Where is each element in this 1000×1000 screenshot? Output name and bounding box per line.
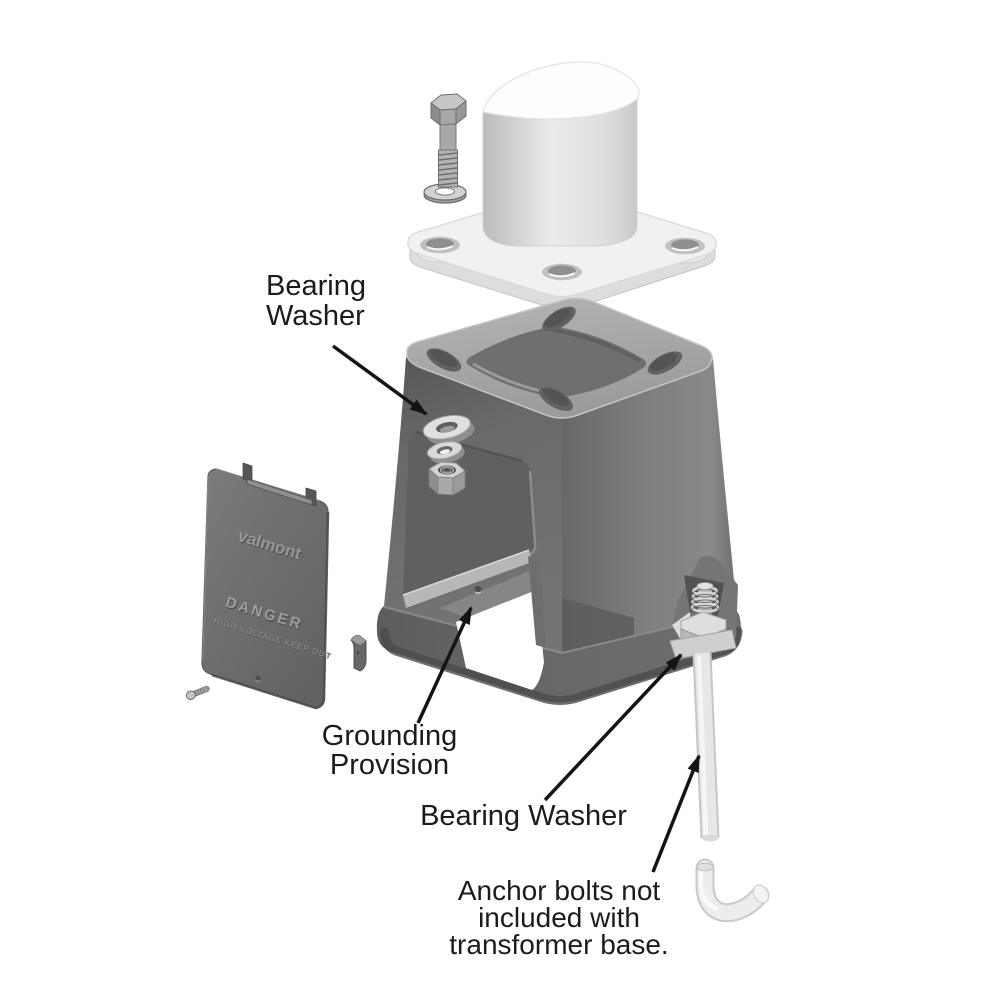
label-line: Bearing Washer [420, 800, 627, 832]
anchor-j-bolt [695, 858, 770, 923]
anchor-bolt-rod [692, 652, 720, 842]
flange-bolt-hole [665, 237, 705, 255]
label-bearing-washer-bottom: Bearing Washer [396, 801, 651, 831]
anchor-nut-assembly [669, 582, 737, 660]
base-top-slot [647, 351, 683, 375]
grounding-hole [474, 586, 482, 594]
leader-arrow-anchor-bolt [651, 754, 701, 873]
door-screw [185, 685, 210, 701]
label-line: Anchor bolts not [457, 875, 661, 906]
base-top-slot [426, 348, 462, 372]
base-top-face [406, 297, 713, 419]
label-line: included with [478, 902, 640, 933]
label-line: transformer base. [449, 929, 669, 960]
grounding-nut [428, 461, 466, 496]
bearing-washer-small [426, 441, 465, 464]
base-top-slot [542, 306, 576, 332]
flange-bolt-hole [420, 236, 460, 254]
door-panel: valmont valmont DANGER DANGER HIGH VOLTA… [201, 462, 333, 710]
base-square-opening [466, 326, 646, 398]
label-line: Grounding [321, 720, 458, 752]
label-bearing-washer-top: Bearing Washer [266, 271, 366, 331]
door-opening-ledge [440, 570, 534, 618]
pole-tenon [482, 61, 640, 247]
base-right-face-step-shadow [562, 598, 634, 652]
door-opening-see-through [456, 590, 544, 690]
flange-bolt-hole [542, 263, 582, 281]
hex-bolt [430, 93, 467, 188]
base-top-slot [539, 386, 573, 412]
bearing-washer-large [422, 414, 475, 445]
transformer-base [376, 297, 743, 705]
door-opening-floor [403, 550, 532, 608]
label-line: Provision [329, 749, 450, 781]
label-line: Bearing [266, 270, 366, 302]
door-panel-hinge-tab [242, 462, 317, 507]
door-latch-clip [350, 635, 367, 672]
leader-arrow-bearing-washer-top [331, 344, 428, 416]
label-grounding-provision: Grounding Provision [272, 722, 507, 780]
leader-arrow-bearing-washer-bottom [543, 653, 683, 802]
label-line: Washer [266, 300, 365, 332]
label-anchor-bolt-note: Anchor bolts not included with transform… [426, 875, 692, 960]
leader-arrow-grounding-provision [416, 606, 473, 724]
door-panel-screw-hole [255, 675, 261, 681]
